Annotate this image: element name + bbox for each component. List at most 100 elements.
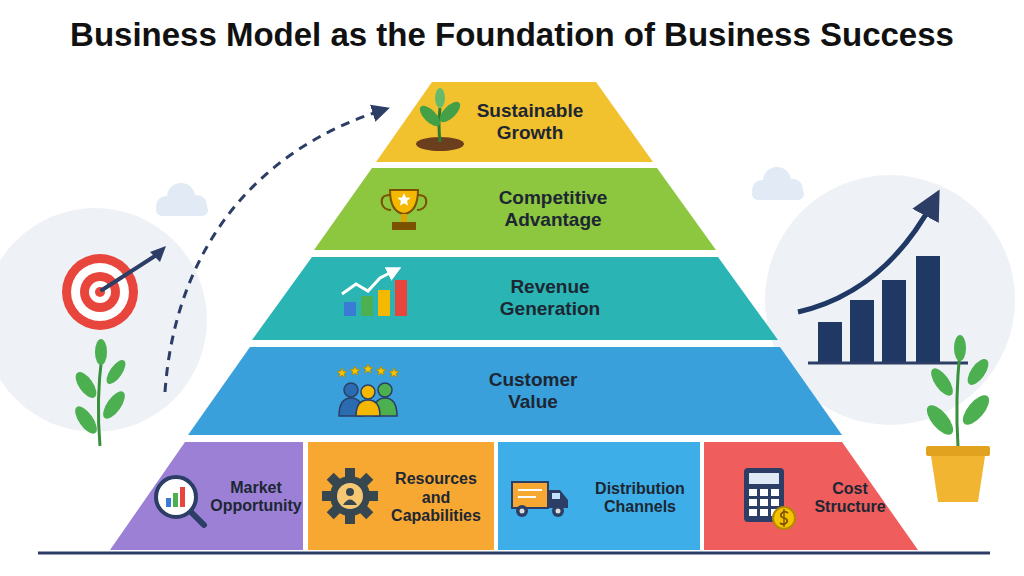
trophy-icon	[382, 190, 427, 230]
text-holder: Distribution Channels	[584, 480, 696, 517]
calculator-icon	[773, 507, 795, 529]
calculator-icon	[749, 489, 757, 496]
cloud	[752, 167, 804, 200]
diagram-title: Business Model as the Foundation of Busi…	[0, 16, 1024, 54]
cloud	[156, 204, 208, 216]
plant-left	[72, 369, 101, 402]
gear-icon	[327, 473, 343, 489]
target-icon	[80, 272, 120, 312]
truck-icon	[518, 496, 536, 498]
bar-chart-icon	[882, 280, 906, 362]
target-icon	[71, 263, 129, 321]
truck-icon	[552, 505, 564, 517]
potted-plant	[958, 391, 993, 429]
potted-plant	[954, 335, 966, 361]
calculator-icon	[749, 473, 779, 484]
people-icon	[337, 364, 399, 416]
pyramid-tier: Competitive Advantage	[314, 168, 716, 250]
gear-icon	[343, 500, 357, 506]
tier-fill	[376, 82, 653, 162]
tier-label: Resources and Capabilities	[384, 470, 488, 525]
tier-shape	[308, 442, 494, 550]
tier-fill	[314, 168, 716, 250]
calculator-icon	[744, 468, 784, 522]
truck-icon	[512, 482, 568, 517]
bar-chart-icon	[808, 362, 968, 365]
cloud	[752, 188, 804, 200]
chart-icon	[342, 270, 396, 294]
potted-plant	[926, 446, 990, 456]
plant-left	[103, 357, 129, 387]
calculator-icon	[771, 509, 779, 516]
people-icon	[376, 366, 386, 375]
gear-icon	[327, 504, 343, 520]
people-icon	[339, 398, 363, 416]
potted-plant	[964, 356, 993, 389]
plant-left	[98, 355, 102, 446]
truck-icon	[512, 482, 548, 508]
foundation-block: Resources and Capabilities	[308, 442, 494, 550]
cloud	[156, 183, 208, 216]
gear-icon	[346, 488, 354, 496]
truck-icon	[556, 509, 561, 514]
chart-icon	[378, 290, 390, 316]
magnifier-icon	[156, 477, 196, 517]
magnifier-icon	[156, 477, 204, 525]
magnifier-icon	[190, 511, 204, 525]
bar-chart-icon	[850, 300, 874, 362]
gear-icon	[330, 476, 370, 516]
gear-icon	[358, 473, 374, 489]
bar-chart-icon	[798, 200, 934, 312]
gear-icon	[337, 483, 363, 509]
sprout-icon	[435, 88, 445, 108]
tier-fill	[308, 442, 494, 550]
tier-label: Customer Value	[468, 369, 598, 413]
people-icon	[337, 368, 347, 377]
people-icon	[389, 368, 399, 377]
plant-left	[99, 388, 129, 422]
foundation-block: Distribution Channels	[498, 442, 700, 550]
tier-fill	[188, 347, 842, 435]
tier-fill	[704, 442, 918, 550]
calculator-icon	[760, 499, 768, 506]
tier-shape	[704, 442, 918, 550]
calculator-icon	[744, 468, 795, 529]
tier-label: Market Opportunity	[208, 479, 304, 516]
calculator-icon	[760, 509, 768, 516]
potted-plant	[922, 401, 957, 439]
sprout-icon	[439, 108, 440, 142]
calculator-icon	[749, 509, 757, 516]
chart-icon	[342, 270, 407, 316]
trophy-icon	[382, 195, 427, 210]
tier-label: Distribution Channels	[584, 480, 696, 517]
plant-left	[71, 403, 101, 437]
text-holder: Cost Structure	[805, 480, 895, 517]
trophy-icon	[397, 193, 410, 206]
bar-chart-icon	[916, 256, 940, 362]
text-holder: Sustainable Growth	[468, 100, 593, 144]
bar-chart-icon	[818, 322, 842, 362]
potted-plant	[922, 335, 993, 502]
tier-fill	[252, 257, 778, 340]
gear-icon	[322, 491, 334, 501]
tier-label: Revenue Generation	[475, 276, 625, 320]
truck-icon	[552, 493, 560, 499]
people-icon	[373, 398, 397, 416]
text-holder: Customer Value	[468, 369, 598, 413]
people-icon	[344, 383, 358, 397]
truck-icon	[548, 490, 568, 508]
pyramid-tier: Revenue Generation	[252, 257, 778, 340]
base-line	[38, 552, 990, 555]
potted-plant	[927, 365, 957, 399]
target-icon	[150, 246, 166, 262]
chart-icon	[344, 302, 356, 316]
tier-fill	[110, 442, 303, 550]
calculator-icon	[771, 489, 779, 496]
potted-plant	[931, 456, 985, 502]
chart-icon	[395, 280, 407, 316]
people-icon	[361, 385, 375, 399]
plant-left	[95, 339, 107, 365]
calculator-icon	[783, 509, 784, 527]
pyramid-tier: Customer Value	[188, 347, 842, 435]
